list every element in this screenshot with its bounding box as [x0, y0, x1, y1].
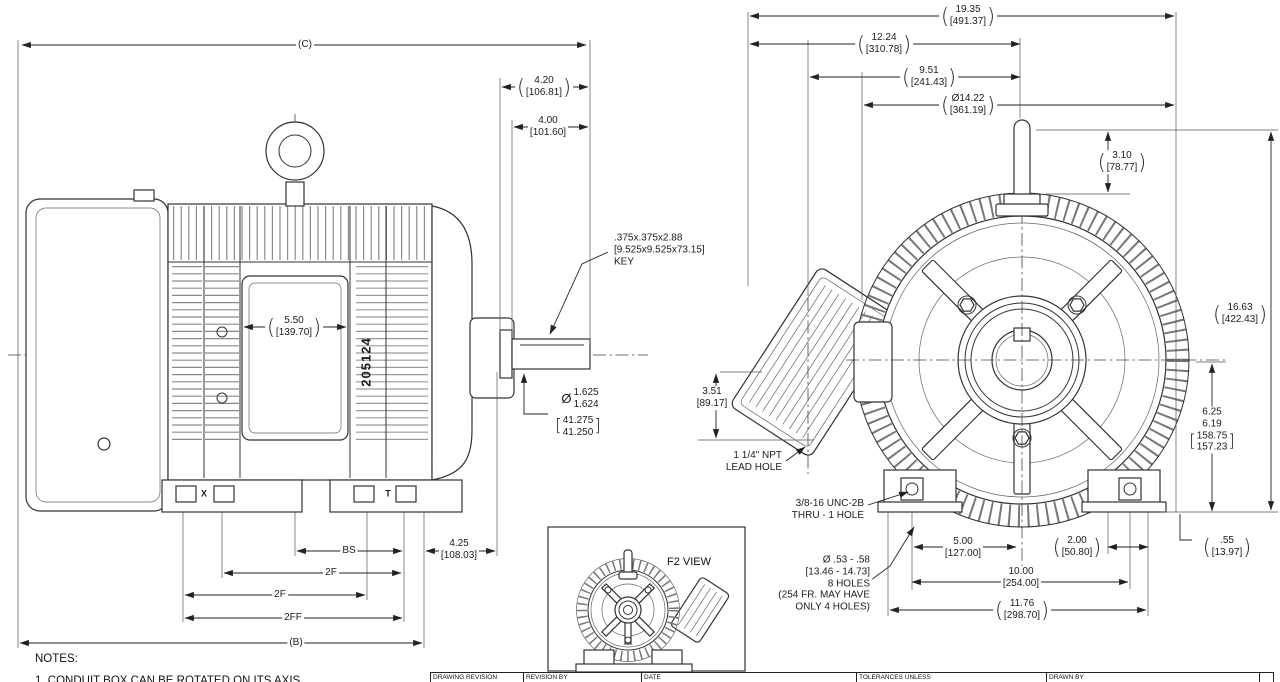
key-note: .375x.375x2.88[9.525x9.525x73.15]KEY — [612, 232, 707, 268]
dim-310-label: ( 3.10[78.77] ) — [1095, 149, 1149, 175]
paren-close: ) — [1093, 534, 1102, 560]
paren-open: ( — [517, 74, 525, 100]
dim-425-label: 4.25[108.03] — [438, 538, 480, 562]
dim-055-label: ( .55[13.97] ) — [1200, 534, 1254, 560]
inset-f2-view-drawing — [547, 526, 746, 673]
paren-close: ) — [1243, 534, 1252, 560]
paren-close: ) — [313, 314, 321, 340]
dim-2ff-label: 2FF — [282, 612, 304, 624]
dim-200-label: ( 2.00[50.80] ) — [1050, 534, 1104, 560]
paren-open: ( — [941, 3, 949, 29]
paren-open: ( — [1202, 534, 1211, 560]
title-block-cell-drawing-revision: DRAWING REVISION — [431, 673, 524, 682]
bracket-close: ] — [1228, 431, 1235, 452]
paren-open: ( — [857, 31, 865, 57]
notes-line-1: 1. CONDUIT BOX CAN BE ROTATED ON ITS AXI… — [35, 675, 301, 682]
dim-1935-label: ( 19.35[491.37] ) — [939, 3, 997, 29]
dim-2f-b-label: 2F — [272, 589, 288, 601]
bracket-open: [ — [555, 416, 562, 437]
title-block-cell-empty — [1260, 673, 1273, 682]
paren-close: ) — [563, 74, 571, 100]
bracket-close: ] — [594, 416, 601, 437]
paren-close: ) — [903, 31, 911, 57]
foot-hole-x-label: X — [200, 488, 208, 499]
paren-close: ) — [1041, 597, 1049, 623]
dim-b-label: (B) — [287, 637, 305, 649]
dim-1176-label: ( 11.76[298.70] ) — [993, 597, 1051, 623]
title-block-cell-tolerances: TOLERANCES UNLESS — [857, 673, 1047, 682]
inset-f2-view-label: F2 VIEW — [666, 556, 712, 568]
paren-close: ) — [1259, 301, 1267, 327]
title-block-cell-date: DATE — [642, 673, 857, 682]
title-block: DRAWING REVISION REVISION BY DATE TOLERA… — [430, 672, 1274, 682]
paren-open: ( — [1213, 301, 1221, 327]
dim-1663-label: ( 16.63[422.43] ) — [1211, 301, 1269, 327]
paren-open: ( — [1097, 149, 1106, 175]
bracket-open: [ — [1189, 431, 1196, 452]
paren-open: ( — [902, 64, 910, 90]
paren-close: ) — [1138, 149, 1147, 175]
paren-open: ( — [941, 92, 949, 118]
title-block-cell-revision-by: REVISION BY — [524, 673, 642, 682]
dim-550-label: ( 5.50[139.70] ) — [265, 314, 323, 340]
dim-951-label: ( 9.51[241.43] ) — [900, 64, 958, 90]
paren-open: ( — [995, 597, 1003, 623]
dim-2f-a-label: 2F — [323, 567, 339, 579]
dim-500-label: 5.00[127.00] — [942, 536, 984, 560]
dim-c-label: (C) — [296, 39, 314, 51]
dim-400-label: 4.00[101.60] — [527, 115, 569, 139]
paren-close: ) — [987, 3, 995, 29]
dim-1224-label: ( 12.24[310.78] ) — [855, 31, 913, 57]
dim-1000-label: 10.00[254.00] — [1000, 566, 1042, 590]
dim-351-label: 3.51[89.17] — [694, 386, 730, 410]
side-view-drawing — [8, 114, 648, 513]
dim-bs-label: BS — [340, 545, 358, 557]
paren-close: ) — [948, 64, 956, 90]
part-number: 205124 — [358, 337, 374, 387]
front-view-drawing — [731, 119, 1226, 592]
diameter-symbol: Ø — [561, 391, 572, 407]
notes-title: NOTES: — [35, 653, 78, 665]
foot-hole-t-label: T — [385, 488, 391, 499]
paren-close: ) — [987, 92, 995, 118]
paren-open: ( — [1052, 534, 1061, 560]
dim-1422-label: ( Ø14.22[361.19] ) — [939, 92, 997, 118]
paren-open: ( — [267, 314, 275, 340]
title-block-cell-drawn-by: DRAWN BY — [1047, 673, 1260, 682]
dim-420-label: ( 4.20[106.81] ) — [515, 74, 573, 100]
mounting-holes-note: Ø .53 - .58[13.46 - 14.73]8 HOLES (254 F… — [776, 554, 872, 614]
